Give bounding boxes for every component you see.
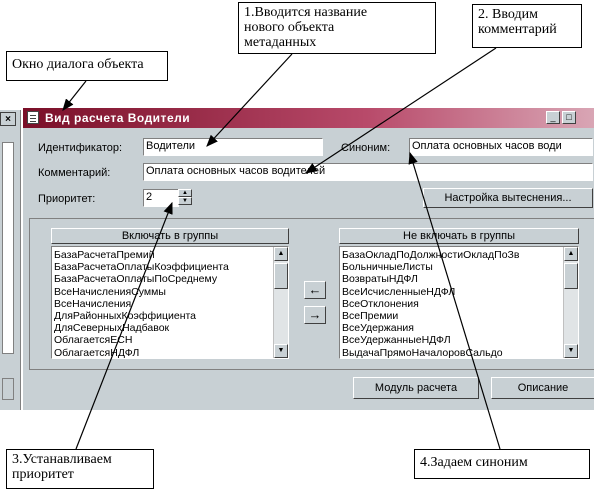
name-callout: 1.Вводится название нового объекта метад… (238, 2, 436, 54)
comment-callout-line-2: комментарий (478, 22, 557, 37)
list-item[interactable]: ВозвратыНДФЛ (342, 273, 418, 286)
synonym-callout: 4.Задаем синоним (414, 449, 590, 479)
name-callout-line-3: метаданных (244, 35, 317, 50)
include-groups-header: Включать в группы (51, 228, 289, 244)
priority-input[interactable]: 2 (143, 189, 179, 207)
window-callout: Окно диалога объекта (6, 51, 168, 81)
title-bar[interactable]: Вид расчета Водители _ □ (23, 108, 594, 128)
comment-callout: 2. Вводим комментарий (472, 4, 582, 48)
list-item[interactable]: БазаРасчетаОплатыПоСреднему (54, 273, 218, 286)
move-left-button[interactable]: ← (304, 281, 326, 299)
window-arrow (62, 80, 87, 111)
list-item[interactable]: ВсеОтклонения (342, 297, 419, 310)
scroll-up-icon[interactable]: ▲ (274, 247, 288, 261)
synonym-label: Синоним: (341, 142, 391, 154)
exclude-groups-header: Не включать в группы (339, 228, 579, 244)
window-title: Вид расчета Водители (45, 111, 191, 125)
list-item[interactable]: ВсеПремии (342, 309, 399, 322)
comment-label: Комментарий: (38, 167, 111, 179)
list-item[interactable]: ВыдачаПрямоНачалоровСальдо (342, 346, 503, 359)
list-item[interactable]: ВсеНачисленияСуммы (54, 285, 166, 298)
background-field (2, 142, 14, 354)
name-callout-line-2: нового объекта (244, 20, 335, 35)
synonym-input[interactable]: Оплата основных часов води (409, 138, 593, 156)
list-item[interactable]: ОблагаетсяЕСН (54, 334, 133, 347)
list-item[interactable]: БазаОкладПоДолжностиОкладПоЗв (342, 249, 520, 261)
comment-input[interactable]: Оплата основных часов водителей (143, 163, 593, 181)
scroll-thumb[interactable] (564, 263, 578, 289)
scroll-up-icon[interactable]: ▲ (564, 247, 578, 261)
name-callout-line-1: 1.Вводится название (244, 5, 368, 20)
priority-callout-line-2: приоритет (12, 467, 74, 482)
list-item[interactable]: ВсеУдержания (342, 322, 414, 335)
document-icon (27, 111, 39, 124)
priority-label: Приоритет: (38, 193, 96, 205)
list-item[interactable]: ДляРайонныхКоэффициента (54, 309, 197, 322)
spin-up-button[interactable]: ▲ (178, 189, 192, 197)
list-item[interactable]: БольничныеЛисты (342, 261, 433, 274)
exclude-scrollbar[interactable]: ▲ ▼ (563, 247, 578, 358)
list-item[interactable]: БазаРасчетаОплатыКоэффициента (54, 261, 229, 274)
list-item[interactable]: ВсеНачисления (54, 297, 132, 310)
priority-callout: 3.Устанавливаем приоритет (6, 449, 154, 489)
list-item[interactable]: ВсеИсчисленныеНДФЛ (342, 285, 456, 298)
groups-panel (29, 218, 594, 370)
list-item[interactable]: ДляСеверныхНадбавок (54, 322, 170, 335)
background-button[interactable] (2, 378, 14, 400)
background-close-icon[interactable]: × (0, 112, 16, 126)
list-item[interactable]: ВсеУдержанныеНДФЛ (342, 334, 451, 347)
move-right-button[interactable]: → (304, 306, 326, 324)
identifier-label: Идентификатор: (38, 142, 123, 154)
scroll-thumb[interactable] (274, 263, 288, 289)
description-button[interactable]: Описание (491, 377, 594, 399)
maximize-button[interactable]: □ (562, 111, 576, 124)
calculation-module-button[interactable]: Модуль расчета (353, 377, 479, 399)
priority-callout-line-1: 3.Устанавливаем (12, 452, 112, 467)
minimize-button[interactable]: _ (546, 111, 560, 124)
include-scrollbar[interactable]: ▲ ▼ (273, 247, 288, 358)
spin-down-button[interactable]: ▼ (178, 197, 192, 205)
identifier-input[interactable]: Водители (143, 138, 323, 156)
scroll-down-icon[interactable]: ▼ (274, 344, 288, 358)
dialog-window: Вид расчета Водители _ □ Идентификатор: … (22, 108, 594, 410)
list-item[interactable]: БазаРасчетаПремий (54, 249, 155, 261)
comment-callout-line-1: 2. Вводим (478, 7, 538, 22)
displacement-settings-button[interactable]: Настройка вытеснения... (423, 188, 593, 208)
list-item[interactable]: ОблагаетсяНДФЛ (54, 346, 140, 359)
scroll-down-icon[interactable]: ▼ (564, 344, 578, 358)
